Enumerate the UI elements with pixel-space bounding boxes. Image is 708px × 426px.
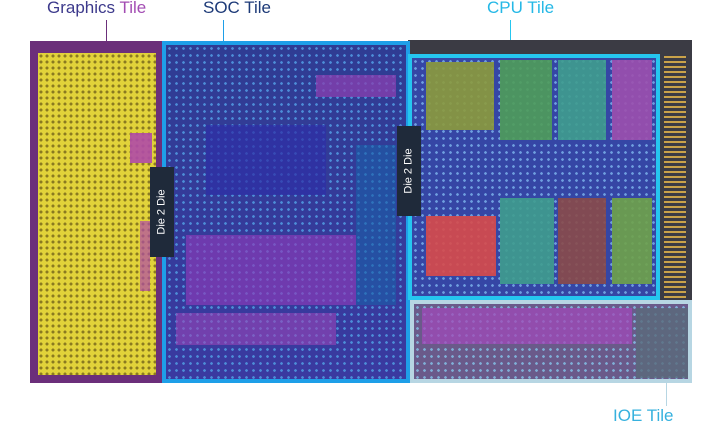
cpu-tile-label: CPU Tile bbox=[487, 0, 555, 17]
soc-leader-line bbox=[223, 20, 224, 42]
cpu-core-teal-1 bbox=[558, 60, 606, 140]
soc-magenta-block-mid bbox=[186, 235, 356, 305]
graphics-label-part1: Graphics bbox=[47, 0, 116, 17]
cpu-core-red bbox=[426, 216, 496, 276]
soc-tile bbox=[162, 41, 410, 383]
die2die-right-label: Die 2 Die bbox=[397, 126, 421, 216]
soc-magenta-block-bottom bbox=[176, 313, 336, 345]
cpu-core-teal-2 bbox=[500, 198, 554, 284]
cpu-core-green-1 bbox=[500, 60, 552, 140]
graphics-label-part2: Tile bbox=[115, 0, 147, 17]
ioe-leader-line bbox=[666, 382, 667, 406]
graphics-magenta-cluster bbox=[130, 133, 152, 163]
soc-tile-label: SOC Tile bbox=[203, 0, 272, 17]
die2die-right-text: Die 2 Die bbox=[403, 148, 415, 194]
graphics-tile bbox=[30, 41, 162, 383]
graphics-tile-label: Graphics Tile bbox=[47, 0, 146, 18]
graphics-magenta-strip bbox=[140, 221, 150, 291]
cpu-core-olive bbox=[426, 62, 494, 130]
soc-blue-region bbox=[206, 125, 326, 195]
soc-teal-region bbox=[356, 145, 396, 305]
graphics-leader-line bbox=[106, 20, 107, 42]
cpu-core-green-2 bbox=[612, 198, 652, 284]
soc-magenta-block-top bbox=[316, 75, 396, 97]
die2die-left-label: Die 2 Die bbox=[150, 167, 174, 257]
die-edge-io-strip bbox=[664, 54, 686, 298]
die2die-left-text: Die 2 Die bbox=[156, 189, 168, 235]
cpu-tile bbox=[408, 54, 660, 300]
ioe-tile-label: IOE Tile bbox=[613, 406, 674, 425]
ioe-magenta-region bbox=[422, 308, 632, 344]
cpu-core-brown bbox=[558, 198, 606, 284]
cpu-core-purple bbox=[612, 60, 652, 140]
ioe-tile bbox=[410, 300, 692, 383]
ioe-gray-region bbox=[636, 308, 688, 378]
cpu-leader-line bbox=[510, 20, 511, 54]
graphics-pad-array bbox=[38, 53, 156, 375]
